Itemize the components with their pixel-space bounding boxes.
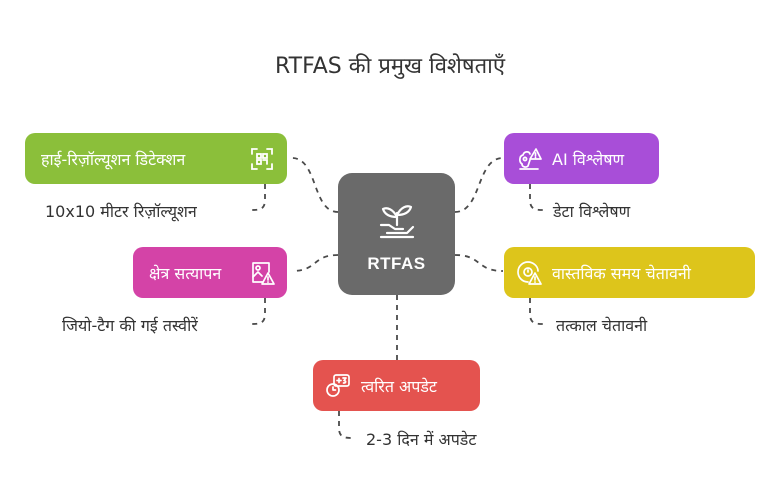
feature-field-label: क्षेत्र सत्यापन xyxy=(149,263,222,283)
feature-update: त्वरित अपडेट xyxy=(313,360,480,411)
feature-alert-detail: तत्काल चेतावनी xyxy=(556,316,648,335)
feature-alert: वास्तविक समय चेतावनी xyxy=(504,247,755,298)
scan-frame-icon xyxy=(249,146,275,172)
feature-update-detail: 2-3 दिन में अपडेट xyxy=(366,430,477,449)
feature-detection-label: हाई-रिज़ॉल्यूशन डिटेक्शन xyxy=(41,149,186,169)
plus-three-update-icon xyxy=(325,373,351,399)
sprout-in-hand-icon xyxy=(373,195,421,254)
feature-ai-detail: डेटा विश्लेषण xyxy=(553,202,631,221)
feature-ai-label: AI विश्लेषण xyxy=(552,149,625,169)
feature-detection-detail: 10x10 मीटर रिज़ॉल्यूशन xyxy=(45,202,197,221)
feature-field: क्षेत्र सत्यापन xyxy=(133,247,287,298)
page-title: RTFAS की प्रमुख विशेषताएँ xyxy=(274,54,506,79)
feature-ai: AI विश्लेषण xyxy=(504,133,659,184)
ai-brain-warning-icon xyxy=(516,146,542,172)
feature-detection: हाई-रिज़ॉल्यूशन डिटेक्शन xyxy=(25,133,287,184)
clock-alert-icon xyxy=(516,260,542,286)
feature-update-label: त्वरित अपडेट xyxy=(361,376,437,396)
hub-label: RTFAS xyxy=(367,253,426,273)
hub-node: RTFAS xyxy=(338,173,455,295)
feature-field-detail: जियो-टैग की गई तस्वीरें xyxy=(62,316,198,335)
image-warning-icon xyxy=(249,260,275,286)
feature-alert-label: वास्तविक समय चेतावनी xyxy=(552,263,691,283)
